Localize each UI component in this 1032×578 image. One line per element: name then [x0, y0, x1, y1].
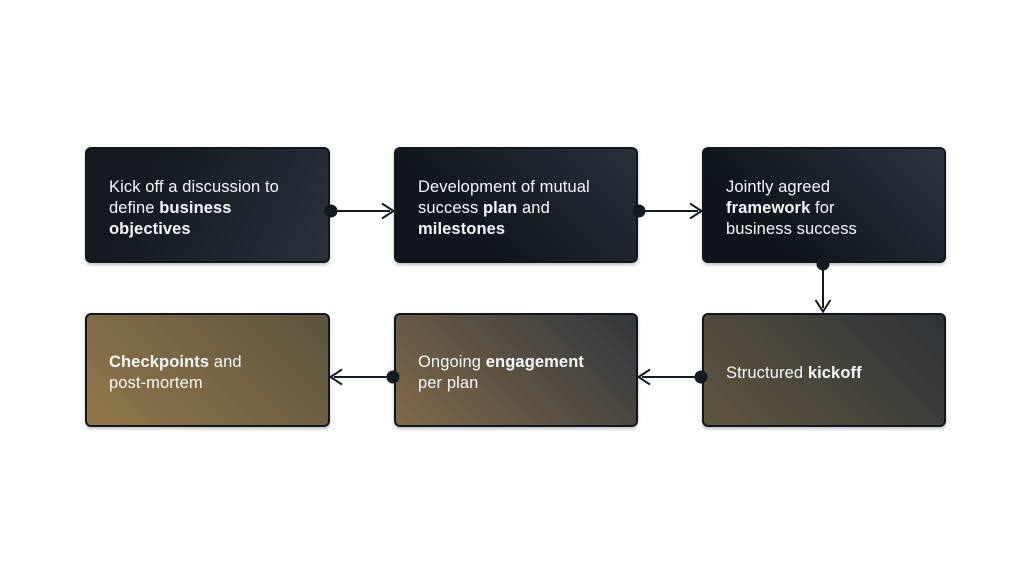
- node-text-line: framework for: [726, 198, 857, 219]
- node-text-segment-bold: framework: [726, 198, 811, 217]
- node-text-segment: and: [209, 353, 242, 371]
- node-text-segment: Structured: [726, 363, 808, 382]
- node-text-segment: and: [517, 198, 550, 217]
- node-text-segment-bold: milestones: [418, 219, 506, 238]
- node-text-block: Structured kickoff: [726, 363, 862, 384]
- node-text-line: milestones: [418, 219, 590, 240]
- flow-node-structured-kickoff: Structured kickoff: [702, 313, 946, 427]
- node-text-line: success plan and: [418, 198, 590, 219]
- arrow-right-icon: [324, 202, 396, 220]
- arrow-left-icon: [636, 368, 708, 386]
- node-text-segment-bold: objectives: [109, 219, 191, 238]
- node-text-segment: define: [109, 198, 160, 217]
- node-text-segment: Development of mutual: [418, 177, 590, 196]
- node-text-segment-bold: business: [159, 198, 232, 217]
- node-text-line: post-mortem: [109, 373, 242, 394]
- arrow-down-icon: [814, 257, 832, 314]
- node-text-line: per plan: [418, 373, 584, 394]
- node-text-segment: for: [810, 198, 835, 217]
- node-text-line: Jointly agreed: [726, 177, 857, 198]
- node-text-segment-bold: plan: [483, 198, 518, 217]
- node-text-segment-bold: kickoff: [807, 363, 862, 382]
- node-text-line: define business: [109, 198, 279, 219]
- node-text-segment: Kick off a discussion to: [109, 177, 279, 196]
- node-text-segment: success: [418, 198, 483, 217]
- node-text-line: Development of mutual: [418, 177, 590, 198]
- node-text-line: Kick off a discussion to: [109, 177, 279, 198]
- node-text-segment: Jointly agreed: [726, 177, 831, 196]
- node-text-segment-bold: Checkpoints: [109, 353, 210, 371]
- node-text-segment: business success: [726, 219, 857, 238]
- node-text-line: Ongoing engagement: [418, 352, 584, 373]
- node-text-line: Structured kickoff: [726, 363, 862, 384]
- arrow-right-icon: [632, 202, 704, 220]
- node-text-segment-bold: engagement: [485, 353, 584, 371]
- node-text-line: Checkpoints and: [109, 352, 242, 373]
- node-text-line: objectives: [109, 219, 279, 240]
- arrow-left-icon: [328, 368, 400, 386]
- node-text-line: business success: [726, 219, 857, 240]
- node-text-segment: post-mortem: [109, 374, 203, 392]
- node-text-segment: per plan: [418, 374, 479, 392]
- node-text-segment: Ongoing: [418, 353, 486, 371]
